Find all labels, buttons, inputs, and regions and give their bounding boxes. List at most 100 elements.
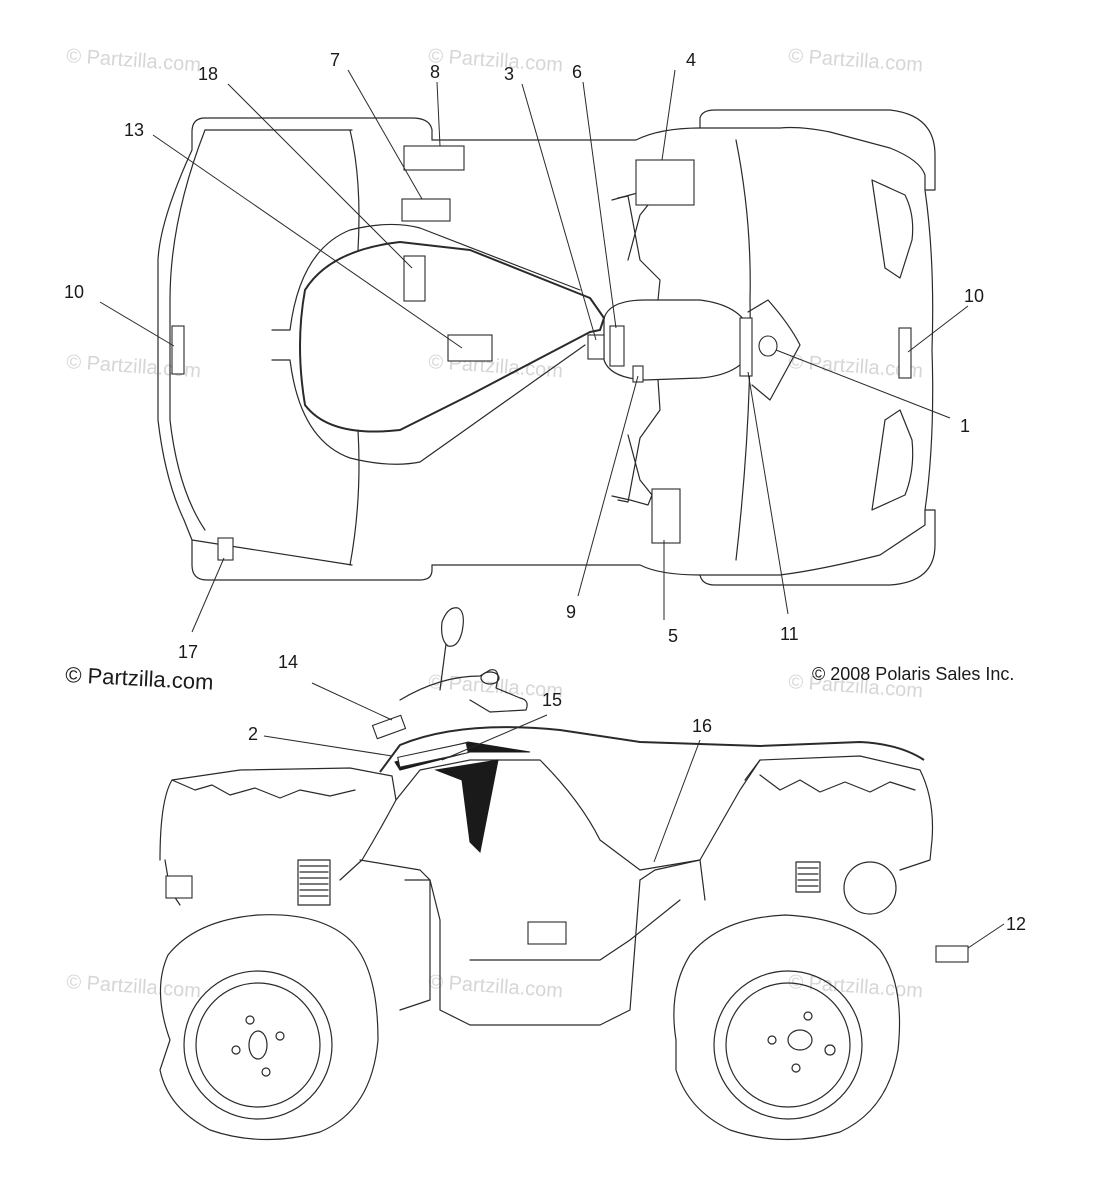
rear-rack-teeth — [171, 779, 356, 799]
decal-5 — [651, 488, 681, 544]
rear-rack-line — [349, 429, 360, 566]
watermark: © Partzilla.com — [66, 45, 202, 76]
footwell — [469, 899, 681, 961]
floorboard — [404, 879, 641, 1026]
leader-line-4 — [661, 69, 676, 161]
decal-7 — [401, 198, 451, 222]
callout-2: 2 — [248, 724, 258, 744]
rear-wheel — [159, 914, 379, 1141]
callout-15: 15 — [542, 690, 562, 710]
rear-fender-outline — [157, 117, 433, 581]
decal-10-rear — [171, 325, 185, 375]
leader-line-16 — [653, 739, 701, 863]
callout-6: 6 — [572, 62, 582, 82]
watermark-layer: © Partzilla.com © Partzilla.com © Partzi… — [66, 45, 924, 1002]
leader-line-6 — [582, 81, 617, 329]
callout-14: 14 — [278, 652, 298, 672]
callout-3: 3 — [504, 64, 514, 84]
callout-10-front: 10 — [964, 286, 984, 306]
leader-line-12 — [967, 923, 1005, 949]
leader-line-9 — [577, 375, 639, 597]
decal-15 — [397, 742, 469, 768]
decal-12 — [935, 945, 969, 963]
callout-11: 11 — [780, 624, 799, 644]
callout-16: 16 — [692, 716, 712, 736]
headlight-side — [843, 861, 897, 915]
body-top-edge — [431, 126, 926, 191]
leader-line-17 — [191, 557, 225, 633]
leader-line-10-front — [907, 305, 969, 353]
copyright-notice: © 2008 Polaris Sales Inc. — [812, 664, 1015, 684]
callout-7: 7 — [330, 50, 340, 70]
leader-line-1 — [775, 349, 951, 419]
rear-fender-side — [159, 767, 397, 881]
leader-line-7 — [347, 69, 423, 200]
decal-10-front — [898, 327, 912, 379]
front-bumper — [699, 509, 936, 586]
callout-4: 4 — [686, 50, 696, 70]
seat-outline — [299, 241, 605, 433]
watermark: © Partzilla.com — [788, 45, 924, 76]
handlebar-right — [617, 379, 661, 503]
watermark: © Partzilla.com — [66, 971, 202, 1002]
front-shock — [795, 861, 821, 893]
decal-8 — [403, 145, 465, 171]
leader-line-14 — [311, 682, 393, 721]
front-fender-side — [744, 755, 934, 871]
front-wheel — [673, 914, 901, 1141]
decal-6 — [609, 325, 625, 367]
watermark: © Partzilla.com — [428, 971, 564, 1002]
seat-outer — [271, 344, 586, 465]
tank-arrow — [434, 759, 499, 854]
decal-4 — [635, 159, 695, 206]
callout-5: 5 — [668, 626, 678, 646]
rear-mudguard — [359, 859, 431, 1011]
leader-line-8 — [436, 81, 441, 147]
leader-line-3 — [521, 83, 597, 341]
front-rack-teeth — [759, 774, 916, 793]
headlight-right — [871, 409, 914, 511]
callout-8: 8 — [430, 62, 440, 82]
decal-rear-reflector — [165, 875, 193, 899]
atv-side-view — [159, 607, 1005, 1141]
decal-17 — [217, 537, 234, 561]
leader-line-13 — [152, 134, 463, 349]
front-nose — [924, 189, 934, 511]
decal-3 — [587, 334, 605, 360]
rear-shock — [297, 859, 331, 906]
callout-1: 1 — [960, 416, 970, 436]
leader-line-18 — [227, 83, 413, 269]
decal-9 — [632, 365, 644, 383]
side-panel — [395, 759, 761, 871]
leader-line-2 — [263, 735, 393, 757]
rear-rack-line — [349, 129, 360, 251]
decal-14 — [371, 714, 407, 740]
grip — [480, 671, 500, 685]
callout-18: 18 — [198, 64, 218, 84]
callout-12: 12 — [1006, 914, 1026, 934]
atv-top-view — [99, 69, 969, 633]
front-bumper — [699, 109, 936, 191]
handlebar-left — [617, 195, 661, 301]
decal-11 — [739, 317, 753, 377]
seat-line — [379, 726, 925, 773]
leader-line-10-rear — [99, 301, 175, 347]
callout-9: 9 — [566, 602, 576, 622]
callout-10-rear: 10 — [64, 282, 84, 302]
rear-fender-inner — [169, 129, 206, 531]
callout-labels: 1 2 3 4 5 6 7 8 9 10 10 11 12 13 14 15 1… — [64, 50, 1026, 934]
decal-1 — [758, 335, 778, 357]
leader-line-11 — [747, 371, 789, 615]
decal-footwell — [527, 921, 567, 945]
seat-outer — [271, 223, 581, 331]
decal-18 — [403, 255, 426, 302]
handlebar-right-grip — [611, 434, 653, 506]
front-rack-line — [735, 139, 751, 561]
watermark: © Partzilla.com — [428, 45, 564, 76]
rear-rack-line — [191, 539, 353, 566]
steering-post — [747, 299, 801, 401]
callout-17: 17 — [178, 642, 198, 662]
tank-outline — [603, 299, 753, 381]
callout-13: 13 — [124, 120, 144, 140]
